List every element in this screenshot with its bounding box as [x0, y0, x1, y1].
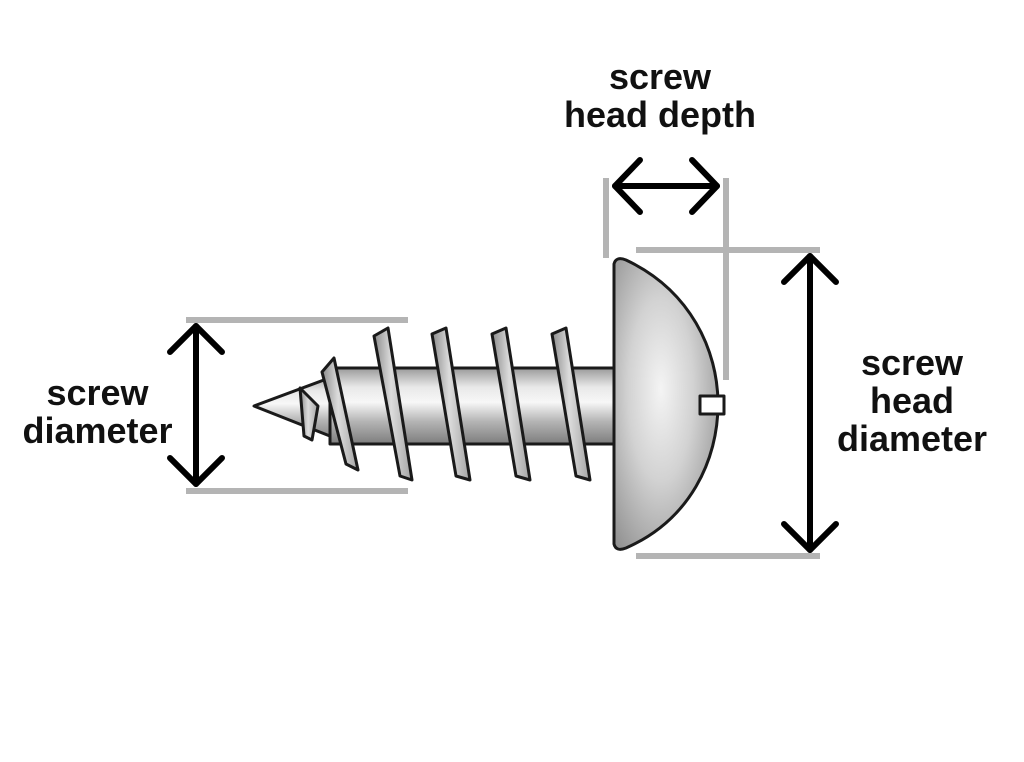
head-depth-label: screw head depth	[540, 58, 780, 134]
screw-threads	[298, 326, 592, 482]
head-diameter-label-line-3: diameter	[836, 418, 988, 459]
head-depth-arrow	[612, 157, 720, 215]
head-diameter-label-line-1: screw	[860, 342, 964, 383]
head-slot	[698, 394, 726, 416]
head-depth-label-line-2: head depth	[563, 94, 756, 135]
screw-diameter-label-line-1: screw	[46, 372, 149, 413]
head-diameter-arrow	[781, 253, 839, 553]
dimension-arrows	[167, 157, 839, 553]
head-depth-label-line-1: screw	[608, 56, 712, 97]
extension-lines	[186, 178, 820, 559]
screw-diameter-label-line-2: diameter	[22, 410, 173, 451]
head-diameter-label-line-2: head	[869, 380, 955, 421]
pan-head-screw-icon	[252, 257, 726, 551]
screw-diameter-label: screw diameter	[5, 374, 190, 450]
head-diameter-label: screw head diameter	[818, 344, 1006, 458]
screw-diameter-arrow	[167, 323, 225, 487]
